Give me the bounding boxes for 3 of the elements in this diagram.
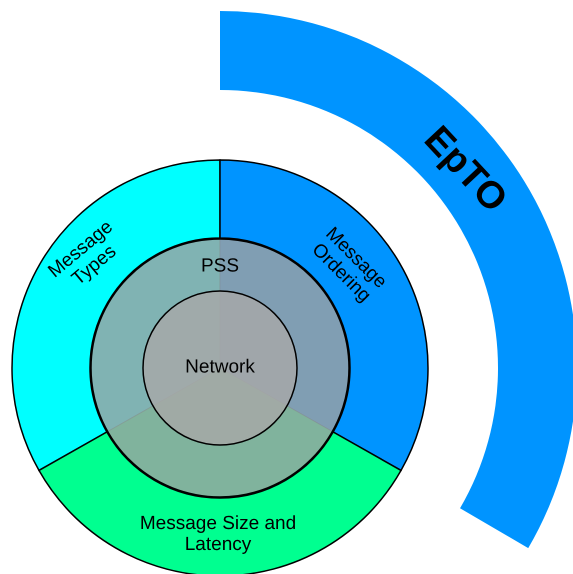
layer-label: Network — [184, 358, 256, 378]
layer-label: Message Size and Latency — [138, 514, 298, 556]
layer-label: PSS — [200, 256, 240, 278]
